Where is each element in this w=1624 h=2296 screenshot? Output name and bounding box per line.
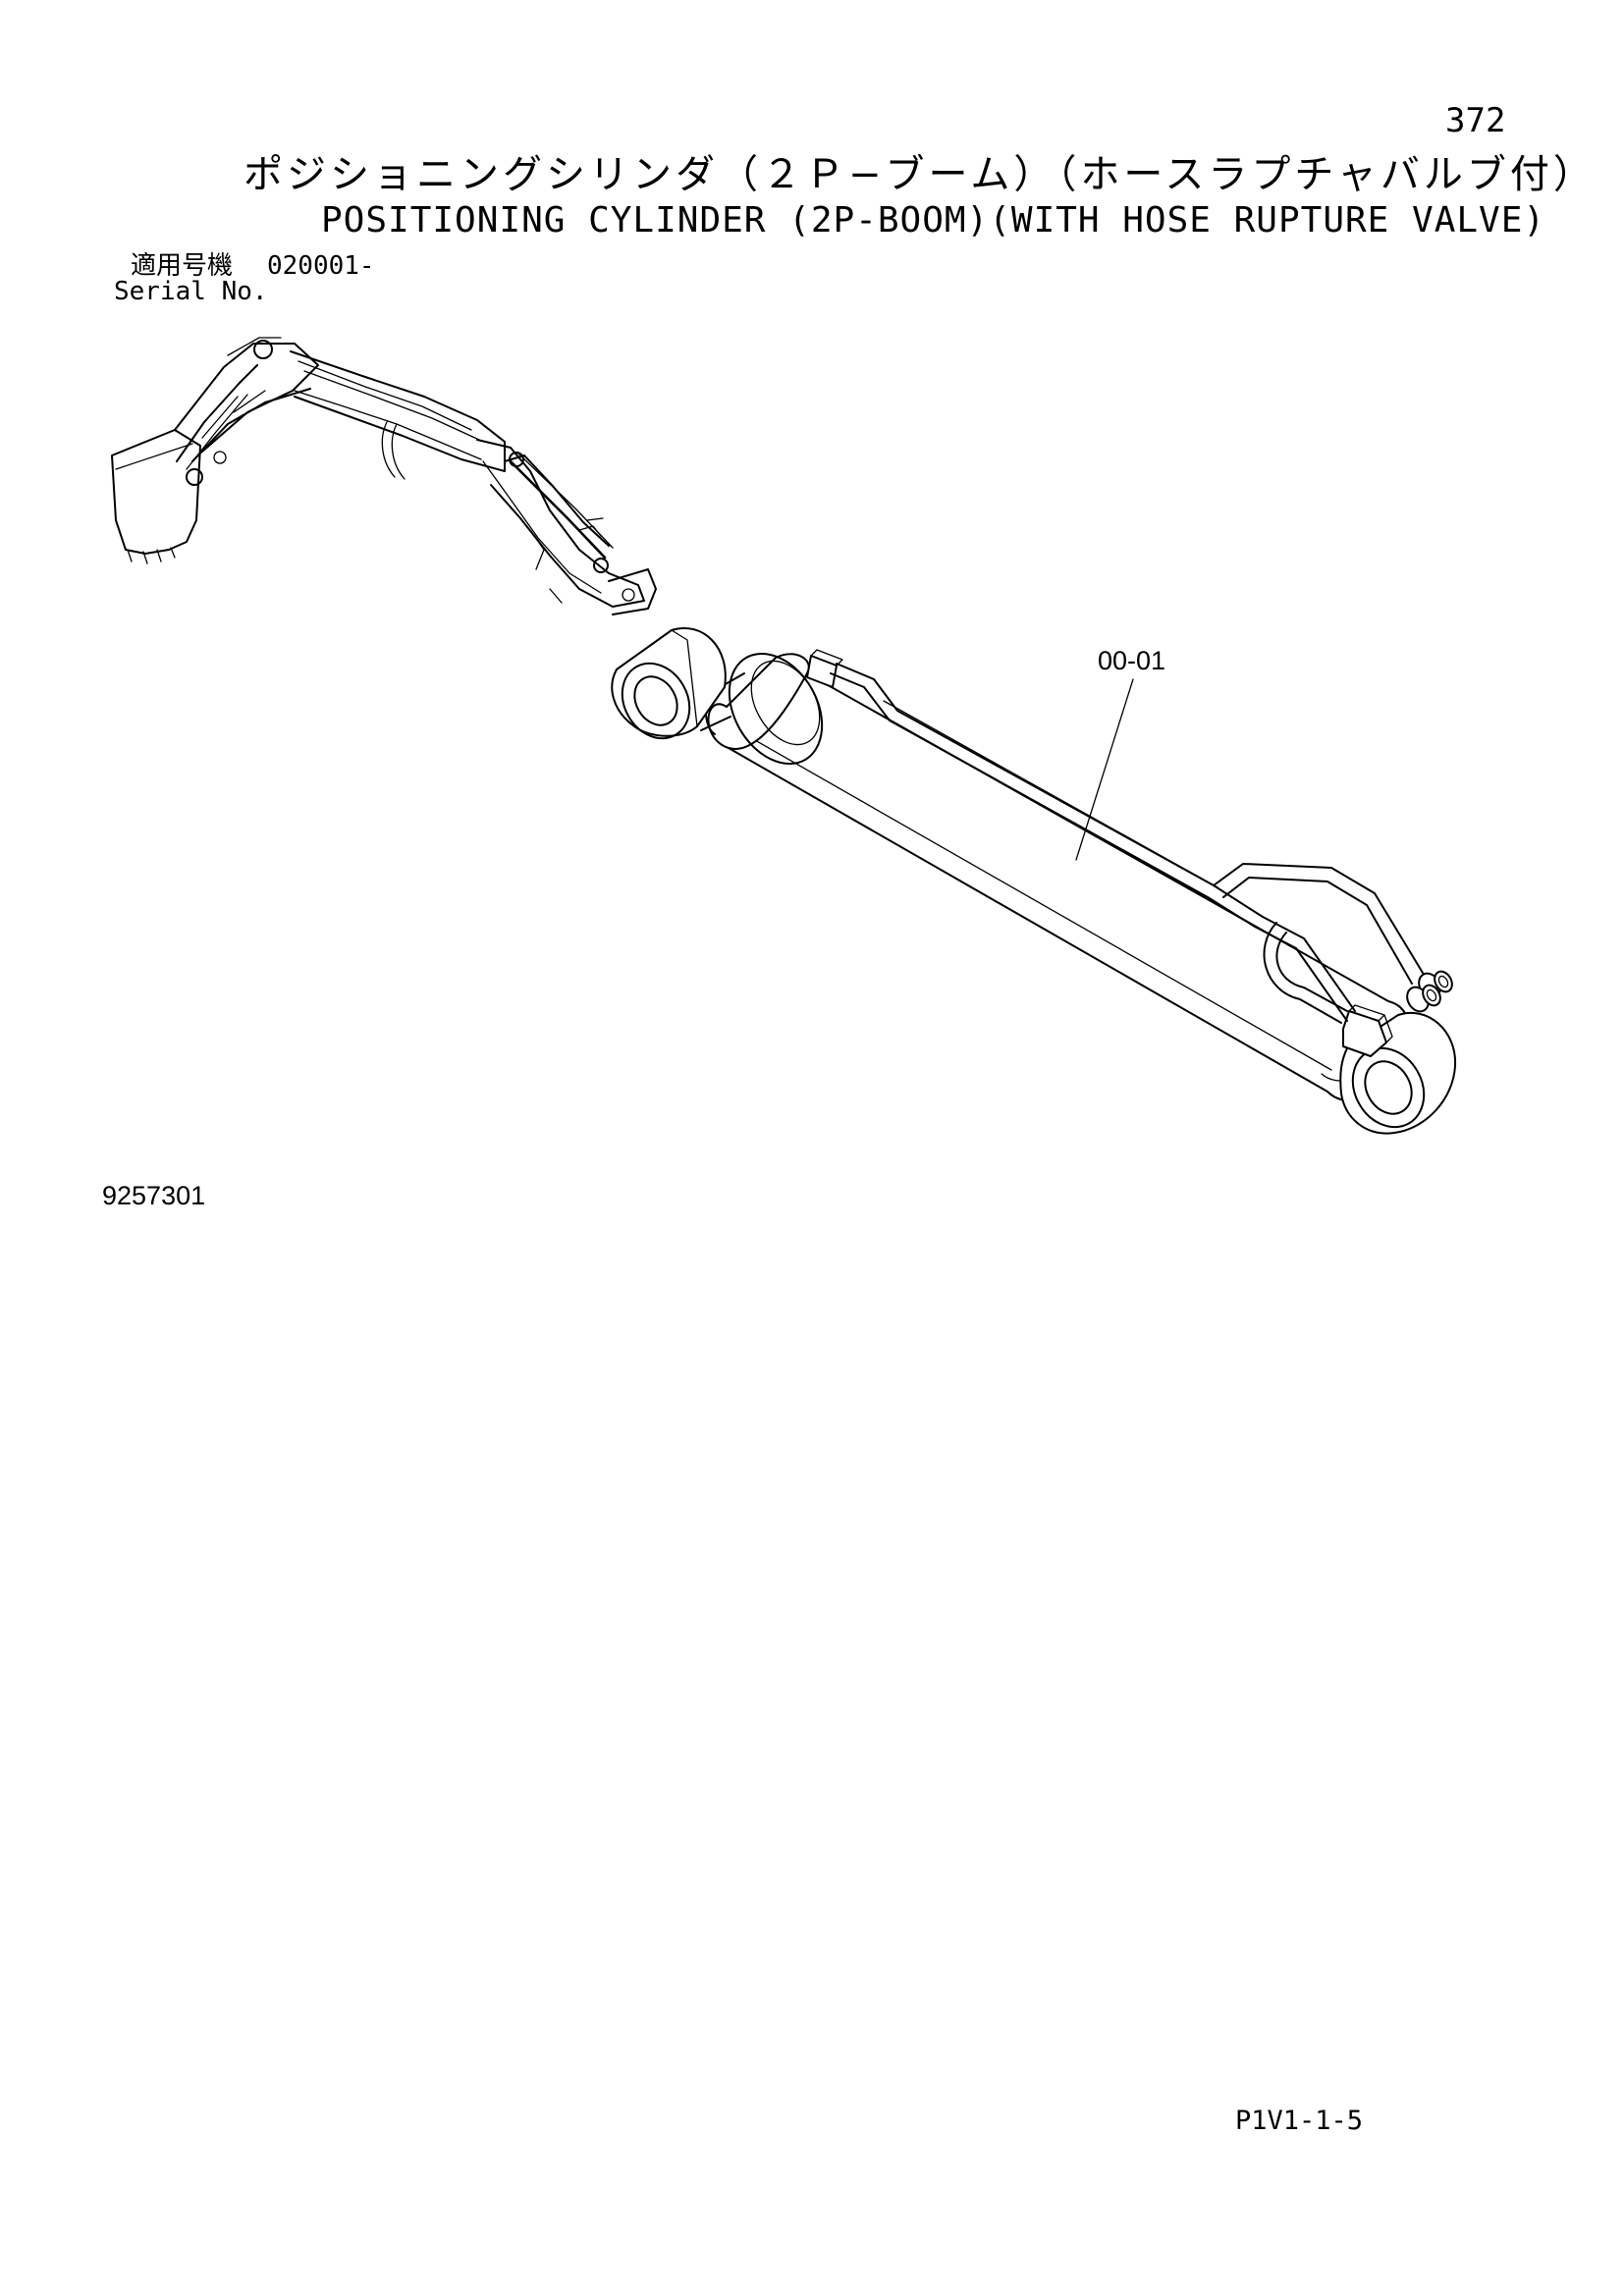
page-code: P1V1-1-5	[1235, 2106, 1364, 2136]
page-title-english: POSITIONING CYLINDER (2P-BOOM)(WITH HOSE…	[321, 200, 1546, 240]
page-number: 372	[1445, 101, 1506, 140]
serial-label-japanese: 適用号機	[131, 251, 234, 281]
callout-00-01: 00-01	[1075, 646, 1165, 861]
drawing-number: 9257301	[102, 1181, 206, 1210]
callout-label: 00-01	[1098, 646, 1165, 675]
hose-fitting-lower	[1406, 984, 1441, 1013]
page-title-japanese: ポジショニングシリンダ（２Ｐ−ブーム）（ホースラプチャバルブ付）	[244, 152, 1597, 197]
callout-leader-line	[1075, 678, 1134, 861]
excavator-attachment-illustration	[111, 337, 657, 615]
serial-label-english: Serial No.	[114, 277, 268, 306]
positioning-cylinder-illustration	[611, 627, 1457, 1135]
serial-number-value: 020001-	[267, 251, 375, 281]
